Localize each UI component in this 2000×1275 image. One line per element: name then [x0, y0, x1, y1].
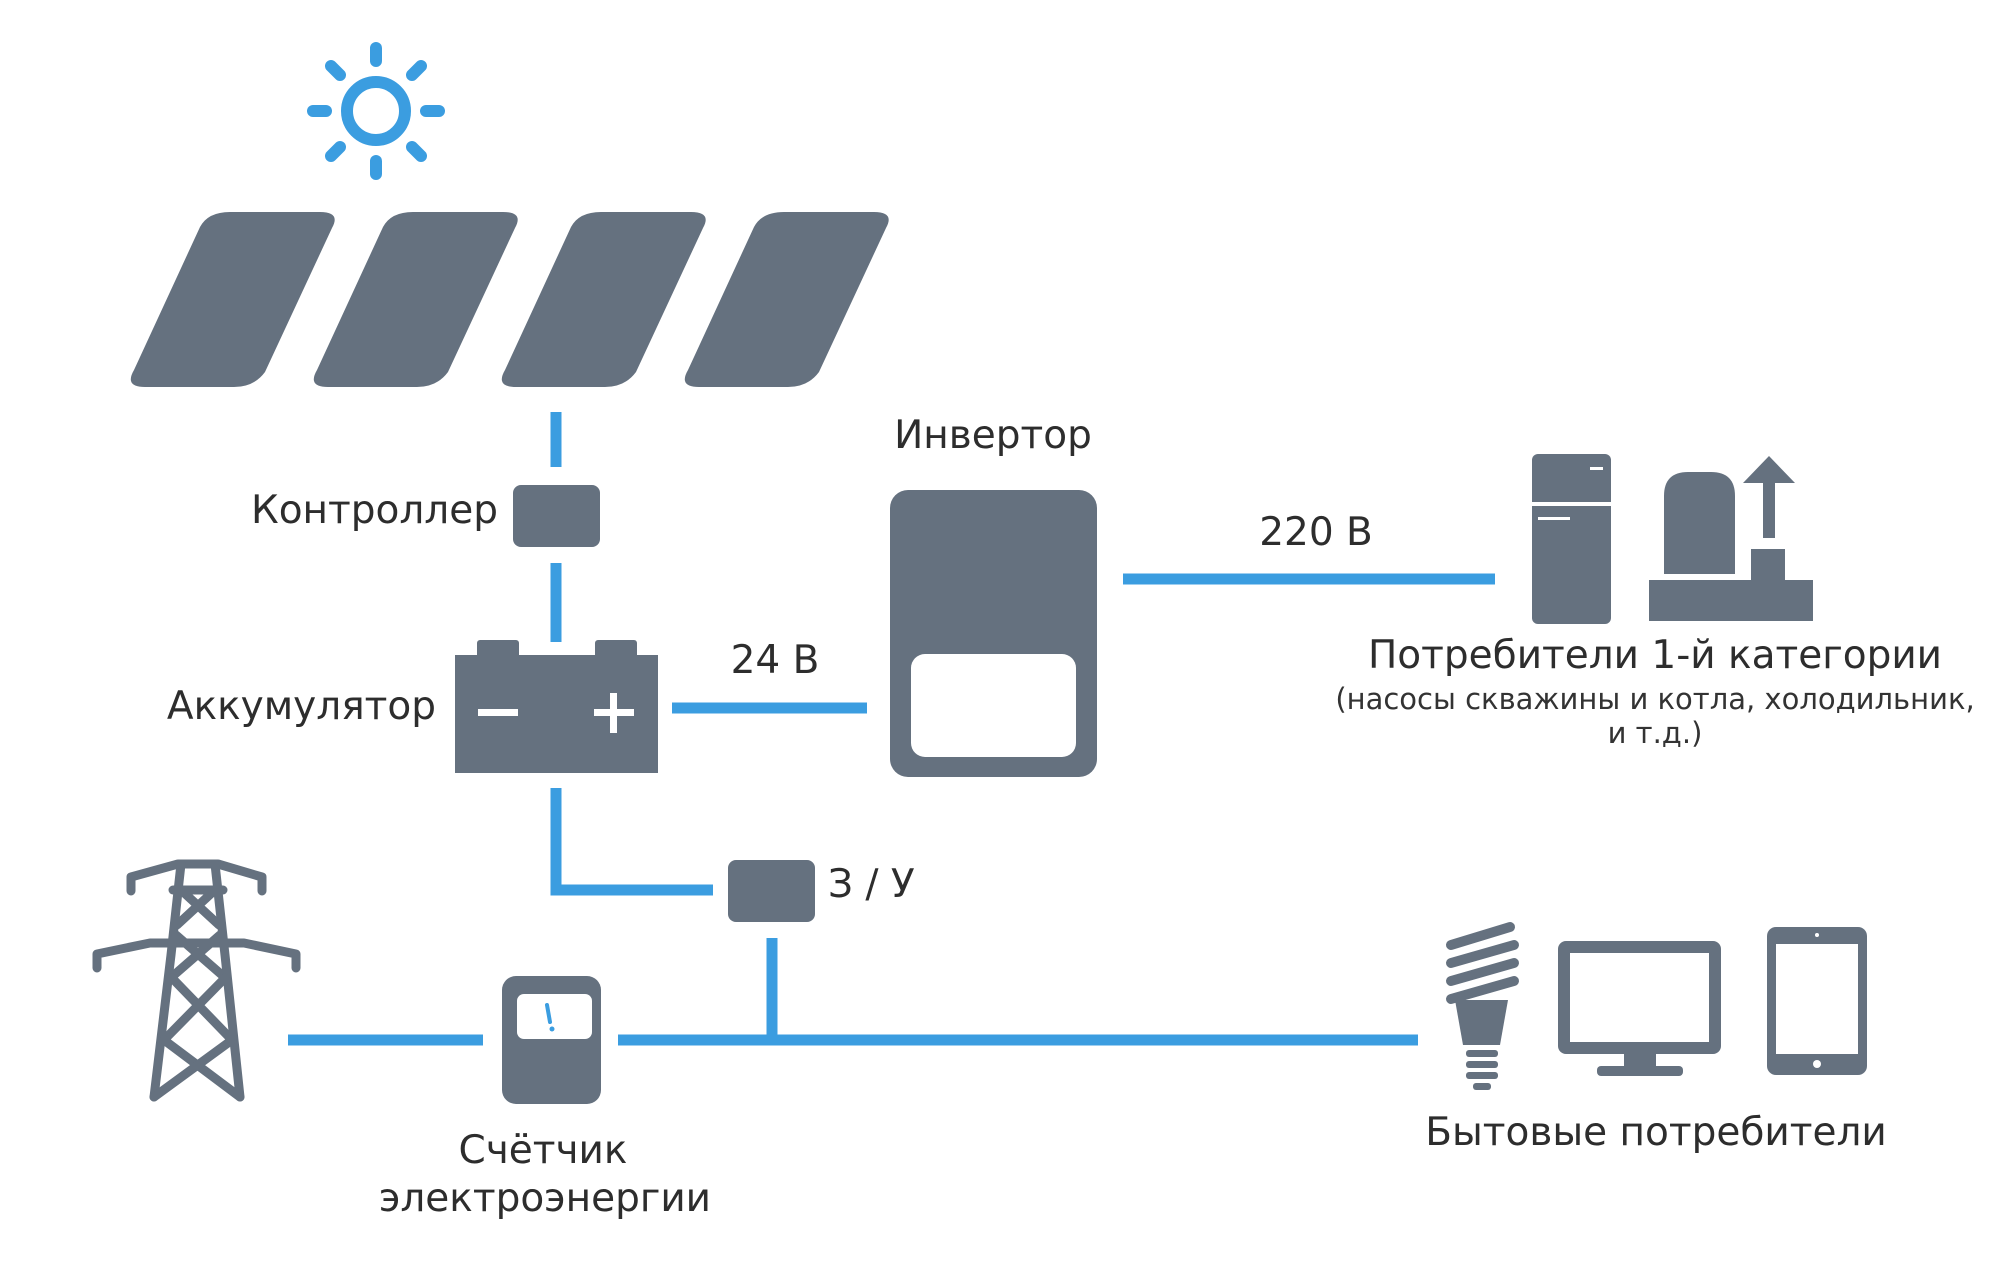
solar-panel-2 — [313, 212, 518, 387]
power-tower-icon — [92, 859, 301, 1102]
meter-label-line2: электроэнергии — [378, 1176, 712, 1221]
meter-label-line1: Счётчик — [458, 1128, 628, 1173]
primary-consumers-title: Потребители 1-й категории — [1367, 633, 1943, 678]
line-battery-charger — [550, 788, 713, 896]
inverter-label: Инвертор — [894, 413, 1092, 458]
minus-sign-icon — [478, 709, 518, 716]
electricity-meter-icon — [502, 976, 601, 1104]
inverter-icon — [890, 490, 1097, 777]
refrigerator-icon — [1532, 454, 1611, 624]
battery-icon — [455, 640, 658, 773]
household-consumers-label: Бытовые потребители — [1425, 1110, 1887, 1155]
solar-panel-1 — [130, 212, 335, 387]
battery-label: Аккумулятор — [166, 684, 436, 729]
pump-icon — [1649, 456, 1813, 621]
connection-lines — [288, 412, 1495, 1046]
controller-label: Контроллер — [251, 488, 498, 533]
lamp-icon — [1446, 922, 1519, 1090]
solar-panel-3 — [501, 212, 706, 387]
solar-panel-icon — [130, 212, 889, 387]
solar-panel-4 — [684, 212, 889, 387]
dc-voltage-label: 24 В — [730, 638, 820, 683]
inverter-display-icon — [911, 654, 1076, 757]
tablet-icon — [1767, 927, 1867, 1075]
primary-consumers-note-line2: и т.д.) — [1607, 716, 1703, 750]
primary-consumers-note-line1: (насосы скважины и котла, холодильник, — [1335, 682, 1975, 716]
monitor-icon — [1558, 941, 1721, 1076]
ac-voltage-label: 220 В — [1259, 510, 1373, 555]
charger-label: З / У — [828, 862, 915, 907]
charger-box-icon — [728, 860, 815, 922]
controller-box-icon — [513, 485, 600, 547]
sun-icon — [307, 42, 445, 180]
